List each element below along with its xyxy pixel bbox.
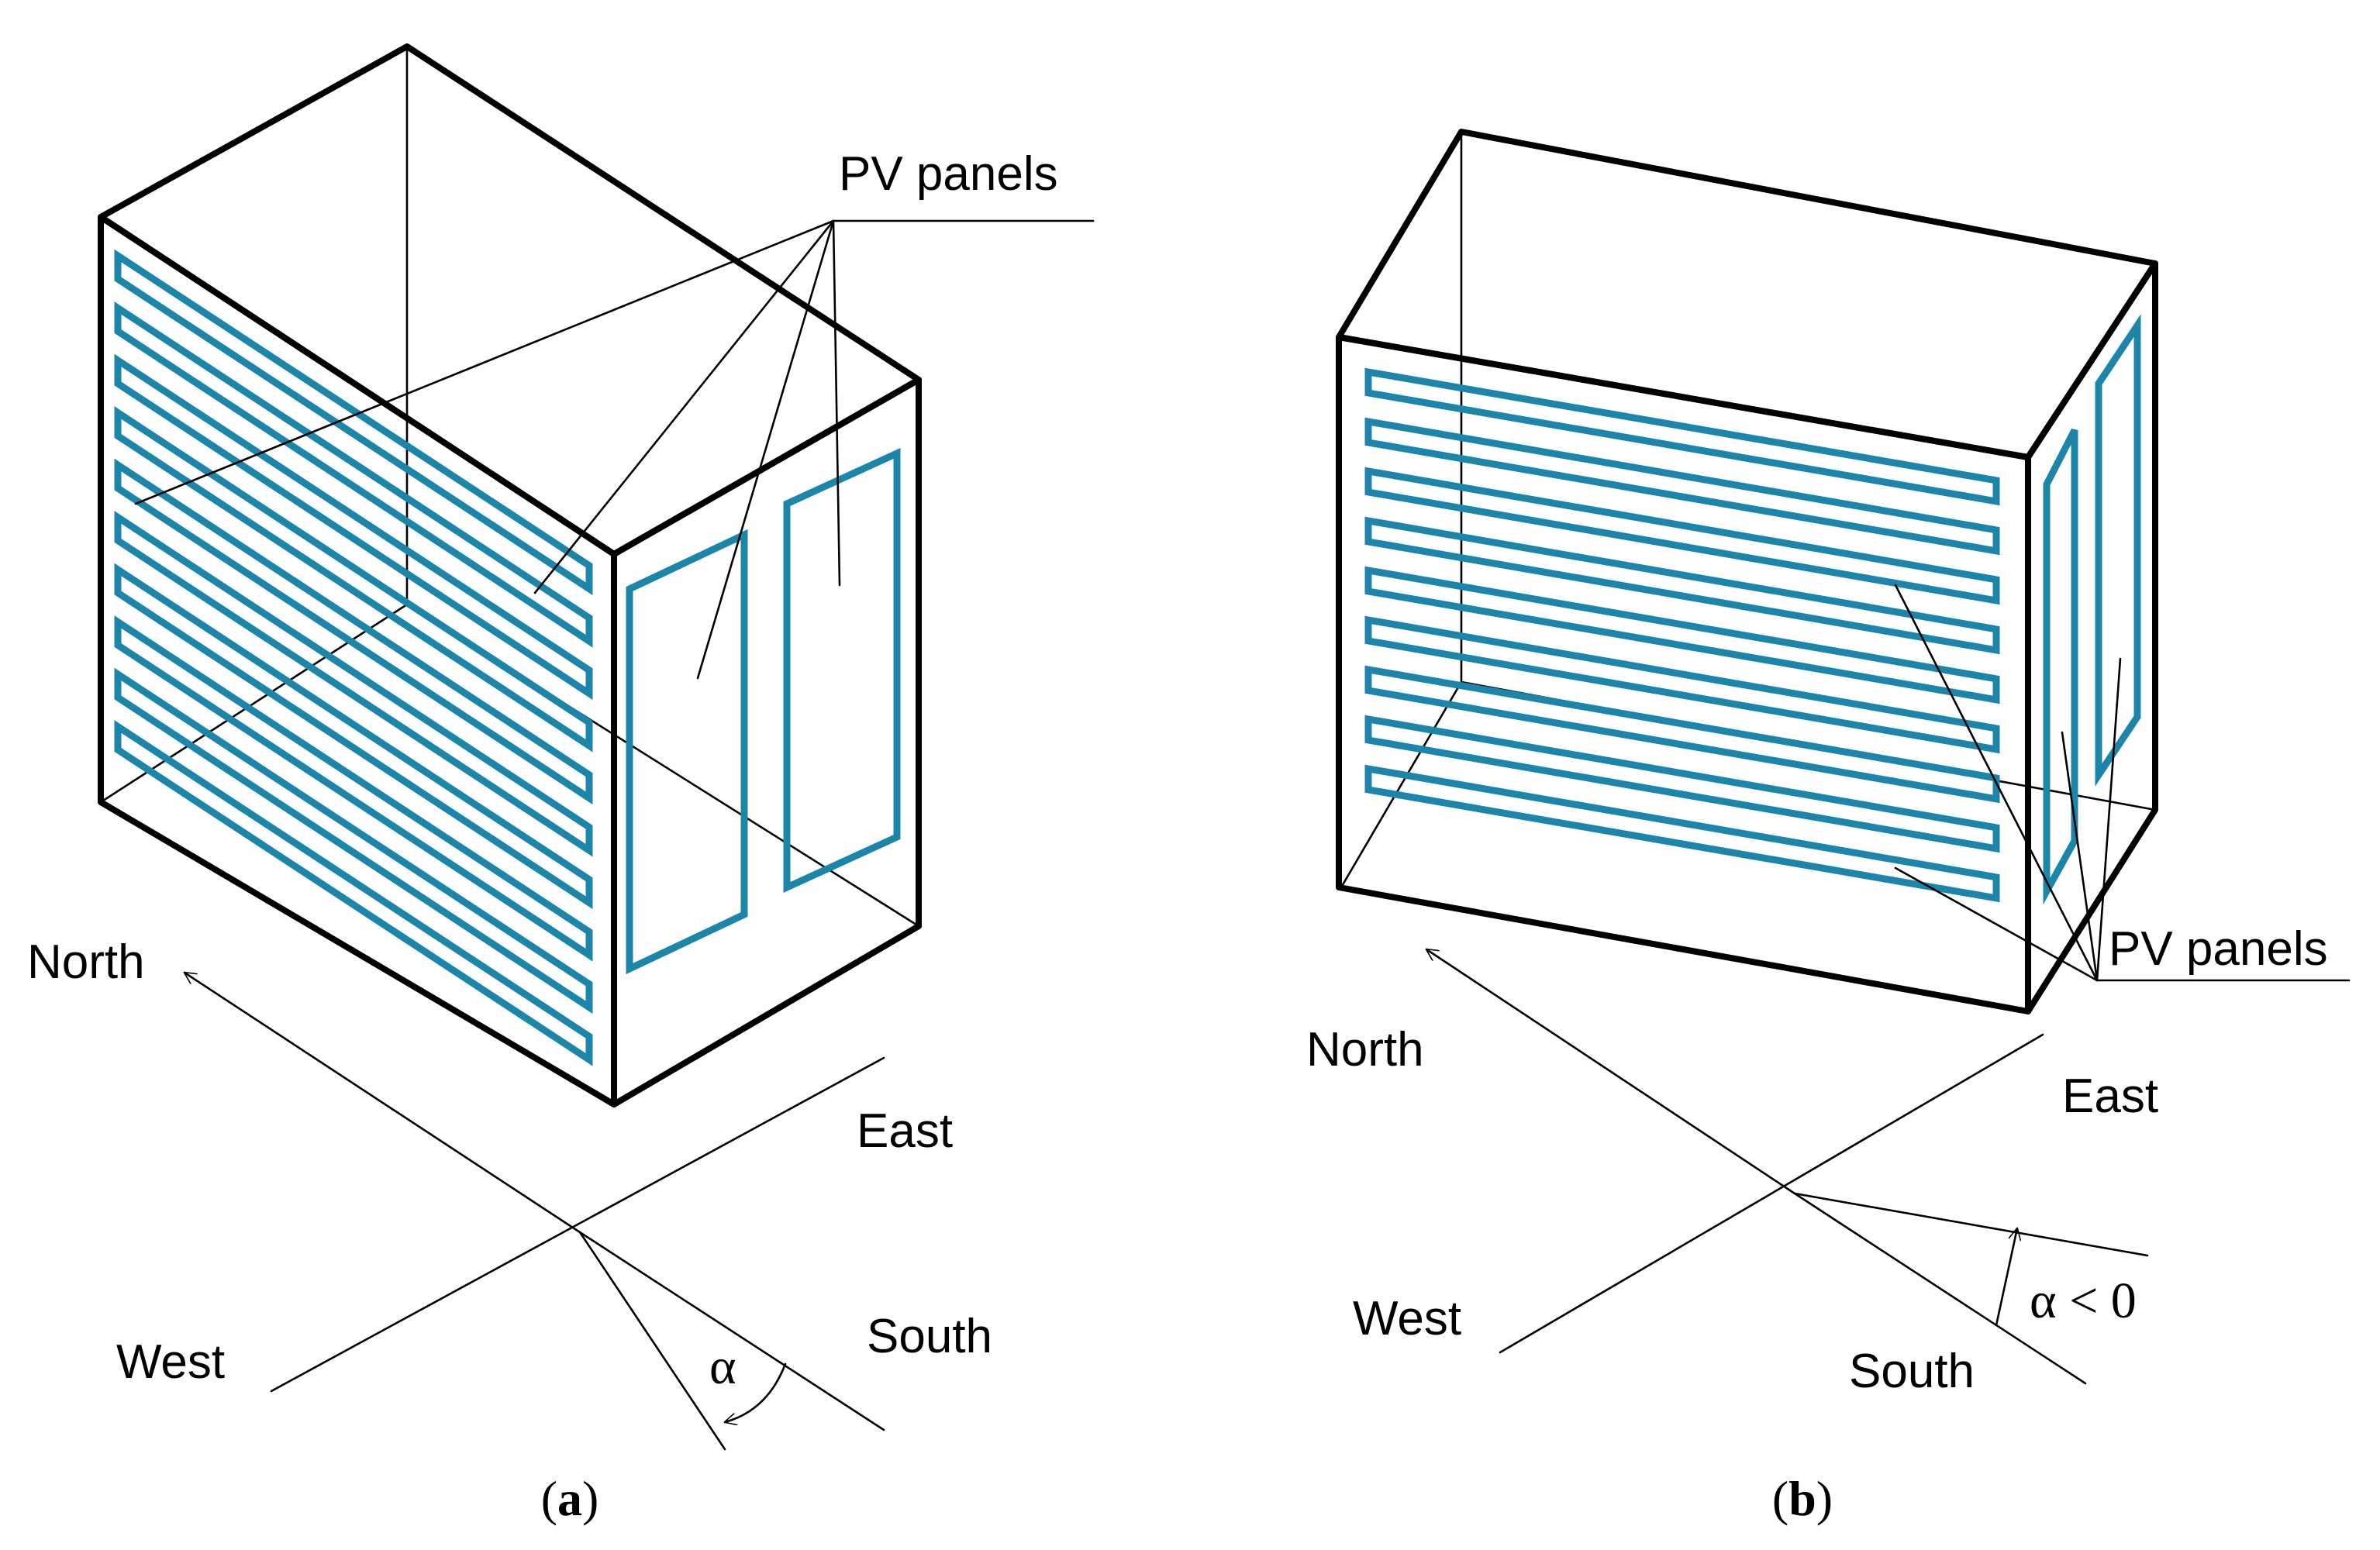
figure-a-north-arrow bbox=[185, 973, 581, 1234]
figure-b-facade-normal-line bbox=[1793, 1192, 2149, 1257]
figure-a-box bbox=[98, 43, 922, 1107]
figure-a-facade-normal-line bbox=[578, 1231, 726, 1451]
figure-b-front-strip-panel-5 bbox=[1364, 566, 2000, 704]
figure-a-south-label: South bbox=[867, 1310, 992, 1363]
figure-b-leader-2 bbox=[1894, 866, 2099, 982]
figure-a-front-panels bbox=[114, 249, 593, 1066]
figure-b-leader-1 bbox=[1894, 584, 2099, 982]
figure-a-south-line bbox=[578, 1231, 885, 1431]
figure-a-front-strip-panel-3 bbox=[114, 353, 593, 701]
figure-a-side-panel-1 bbox=[626, 529, 748, 975]
figure-b-south-label: South bbox=[1849, 1345, 1975, 1398]
figure-b-east-label: East bbox=[2062, 1070, 2158, 1123]
figure-b-west-east-line bbox=[1499, 1033, 2044, 1354]
figure-b-side-panels bbox=[2043, 314, 2141, 905]
figure-a-pv-leaders bbox=[134, 219, 1095, 680]
figure-b-box bbox=[1336, 129, 2158, 1014]
figure-a-front-strip-panel-4 bbox=[114, 406, 593, 753]
figure-a-leader-4 bbox=[832, 219, 841, 587]
figure-b-angle-arc bbox=[1995, 1228, 2017, 1327]
figure-a-front-strip-panel-1 bbox=[114, 249, 593, 596]
figure-b-front-strip-panel-9 bbox=[1364, 764, 2000, 903]
figure-a-front-strip-panel-6 bbox=[114, 511, 593, 857]
figure-a-west-east-line bbox=[270, 1056, 885, 1393]
figure-a-angle-label: α bbox=[709, 1338, 736, 1395]
figure-b-front-strip-panel-7 bbox=[1364, 665, 2000, 804]
figure-b-pv-leaders bbox=[1894, 584, 2351, 982]
figure-a-front-strip-panel-2 bbox=[114, 301, 593, 648]
figure-b-front-strip-panel-2 bbox=[1364, 417, 2000, 556]
figure-b-south-line bbox=[1793, 1192, 2087, 1385]
figure-a-front-strip-panel-5 bbox=[114, 458, 593, 805]
figure-b-east-wall bbox=[2025, 260, 2158, 1014]
figure-a-east-label: East bbox=[857, 1104, 953, 1158]
figure-a-front-strip-panel-8 bbox=[114, 615, 593, 962]
figure-a-west-label: West bbox=[116, 1335, 225, 1389]
figure-b-hidden-left-edge bbox=[1340, 680, 1463, 889]
figure-a-east-wall bbox=[611, 377, 922, 1107]
figure-a-angle-arc bbox=[725, 1362, 787, 1422]
figure-b-front-strip-panel-8 bbox=[1364, 715, 2000, 853]
figure-b-leader-4 bbox=[2095, 657, 2122, 982]
figure-b-side-panel-2 bbox=[2095, 314, 2141, 787]
figure-b-front-strip-panel-1 bbox=[1364, 367, 2000, 506]
figure-a-front-strip-panel-7 bbox=[114, 563, 593, 910]
figure-a-pv-panels-label: PV panels bbox=[839, 147, 1058, 201]
figure-b-front-strip-panel-6 bbox=[1364, 615, 2000, 754]
figure-a-north-label: North bbox=[27, 935, 145, 989]
figure-b-west-label: West bbox=[1353, 1292, 1461, 1345]
figure-a-side-panel-2 bbox=[783, 447, 901, 894]
figure-a-caption: (a) bbox=[541, 1471, 599, 1526]
figure-b-north-arrow bbox=[1426, 949, 1796, 1195]
figure-b-front-strip-panel-3 bbox=[1364, 467, 2000, 605]
figure-a-front-strip-panel-9 bbox=[114, 667, 593, 1014]
figure-a-compass bbox=[185, 973, 885, 1451]
figure-b-caption: (b) bbox=[1772, 1471, 1833, 1526]
figure-b: PV panels North East West South α < 0 (b… bbox=[1306, 129, 2351, 1526]
figure-a-leader-3 bbox=[696, 219, 835, 680]
figure-b-front-strip-panel-4 bbox=[1364, 516, 2000, 655]
figure-a-leader-2 bbox=[533, 219, 835, 594]
figure-a: PV panels North East West South α (a) bbox=[27, 43, 1095, 1526]
figure-a-side-panels bbox=[626, 447, 901, 975]
figure-b-angle-label: α < 0 bbox=[2030, 1273, 2137, 1329]
figure-a-front-strip-panel-10 bbox=[114, 720, 593, 1066]
figure-b-side-panel-1 bbox=[2043, 428, 2078, 905]
figure-a-leader-1 bbox=[134, 219, 835, 505]
figure-b-pv-panels-label: PV panels bbox=[2109, 922, 2328, 976]
figure-b-north-label: North bbox=[1306, 1023, 1424, 1076]
figure-b-compass bbox=[1426, 949, 2149, 1385]
figure-b-front-panels bbox=[1364, 367, 2000, 903]
figure-b-leader-3 bbox=[2061, 731, 2099, 982]
